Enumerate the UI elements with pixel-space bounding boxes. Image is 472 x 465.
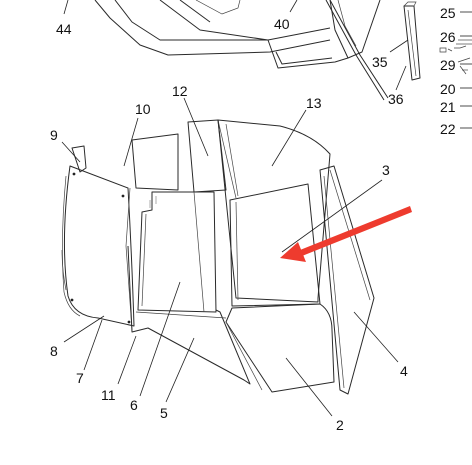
callout-5: 5 [160, 405, 168, 421]
part-6-glass [137, 191, 217, 313]
leader-lines [61, 0, 472, 417]
callout-8: 8 [50, 343, 58, 359]
callout-6: 6 [130, 397, 138, 413]
callout-20: 20 [440, 81, 456, 97]
callout-25: 25 [440, 5, 456, 21]
callout-22: 22 [440, 121, 456, 137]
part-12-panel [187, 119, 237, 199]
part-2-panel [225, 303, 335, 393]
callout-9: 9 [50, 127, 58, 143]
callout-40: 40 [274, 16, 290, 32]
callout-29: 29 [440, 57, 456, 73]
callout-7: 7 [76, 370, 84, 386]
part-3-glass [229, 183, 321, 307]
fastener-hardware [439, 39, 472, 75]
callout-26: 26 [440, 29, 456, 45]
callout-12: 12 [172, 83, 188, 99]
part-8-left-panel [61, 165, 135, 327]
callout-36: 36 [388, 91, 404, 107]
part-13-panel [217, 119, 331, 303]
callout-21: 21 [440, 99, 456, 115]
callout-44: 44 [56, 21, 72, 37]
callout-labels: 44 40 35 36 25 26 29 20 21 22 12 10 9 13… [50, 5, 456, 433]
part-10-panel [125, 133, 179, 331]
callout-11: 11 [101, 387, 116, 403]
red-arrow-annotation [280, 206, 412, 262]
callout-35: 35 [372, 54, 388, 70]
callout-2: 2 [336, 417, 344, 433]
upper-cab-assembly [94, 0, 421, 101]
part-9-trim [71, 145, 87, 173]
part-5-frame [127, 191, 251, 385]
part-4-side-panel [319, 165, 375, 395]
callout-13: 13 [306, 95, 322, 111]
callout-10: 10 [135, 101, 151, 117]
callout-3: 3 [382, 162, 390, 178]
callout-4: 4 [400, 363, 408, 379]
